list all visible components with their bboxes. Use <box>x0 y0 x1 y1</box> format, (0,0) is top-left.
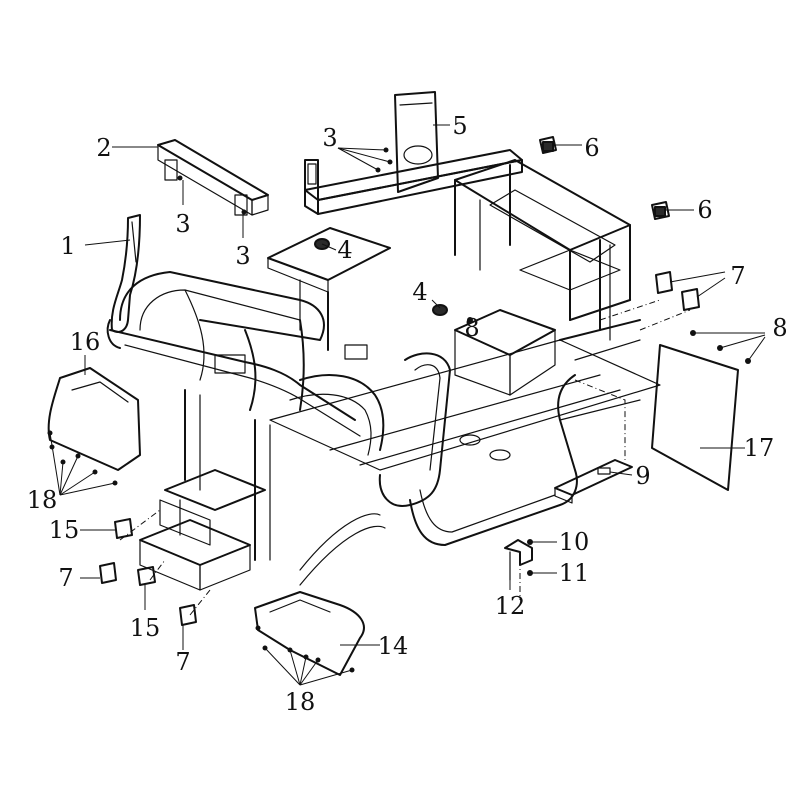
callout-18: 18 <box>285 688 316 716</box>
part-7-clips <box>99 271 700 626</box>
callout-5: 5 <box>452 112 467 140</box>
callout-14: 14 <box>378 632 409 660</box>
part-17-panel <box>651 344 739 491</box>
callout-7: 7 <box>58 564 73 592</box>
callout-4: 4 <box>337 236 352 264</box>
part-6-clips <box>539 136 670 220</box>
callout-8: 8 <box>464 314 479 342</box>
callout-3: 3 <box>322 124 337 152</box>
callout-7: 7 <box>730 262 745 290</box>
callout-7: 7 <box>175 648 190 676</box>
part-15-blocks <box>114 518 156 586</box>
part-16-panel <box>47 367 141 471</box>
callout-6: 6 <box>697 196 712 224</box>
leader-lines <box>49 124 766 686</box>
part-12-bracket <box>504 539 533 581</box>
callout-4: 4 <box>412 278 427 306</box>
callout-labels: 1 2 3 3 3 4 4 5 6 6 7 7 7 8 8 9 10 11 12… <box>27 112 788 716</box>
callout-2: 2 <box>96 134 111 162</box>
callout-1: 1 <box>60 232 75 260</box>
part-14-skid-plate <box>254 591 365 676</box>
callout-16: 16 <box>70 328 101 356</box>
callout-6: 6 <box>584 134 599 162</box>
callout-18: 18 <box>27 486 58 514</box>
callout-11: 11 <box>559 559 590 587</box>
part-2-bracket <box>157 139 269 216</box>
part-18-screws <box>47 430 355 673</box>
callout-3: 3 <box>235 242 250 270</box>
main-frame <box>106 149 661 591</box>
callout-8: 8 <box>772 314 787 342</box>
callout-12: 12 <box>495 592 526 620</box>
callout-15: 15 <box>49 516 80 544</box>
callout-17: 17 <box>744 434 775 462</box>
callout-10: 10 <box>559 528 590 556</box>
part-9-bracket <box>554 459 633 504</box>
callout-15: 15 <box>130 614 161 642</box>
part-5-plate <box>394 91 439 193</box>
callout-9: 9 <box>635 462 650 490</box>
callout-3: 3 <box>175 210 190 238</box>
part-1-front-bar <box>110 214 141 333</box>
